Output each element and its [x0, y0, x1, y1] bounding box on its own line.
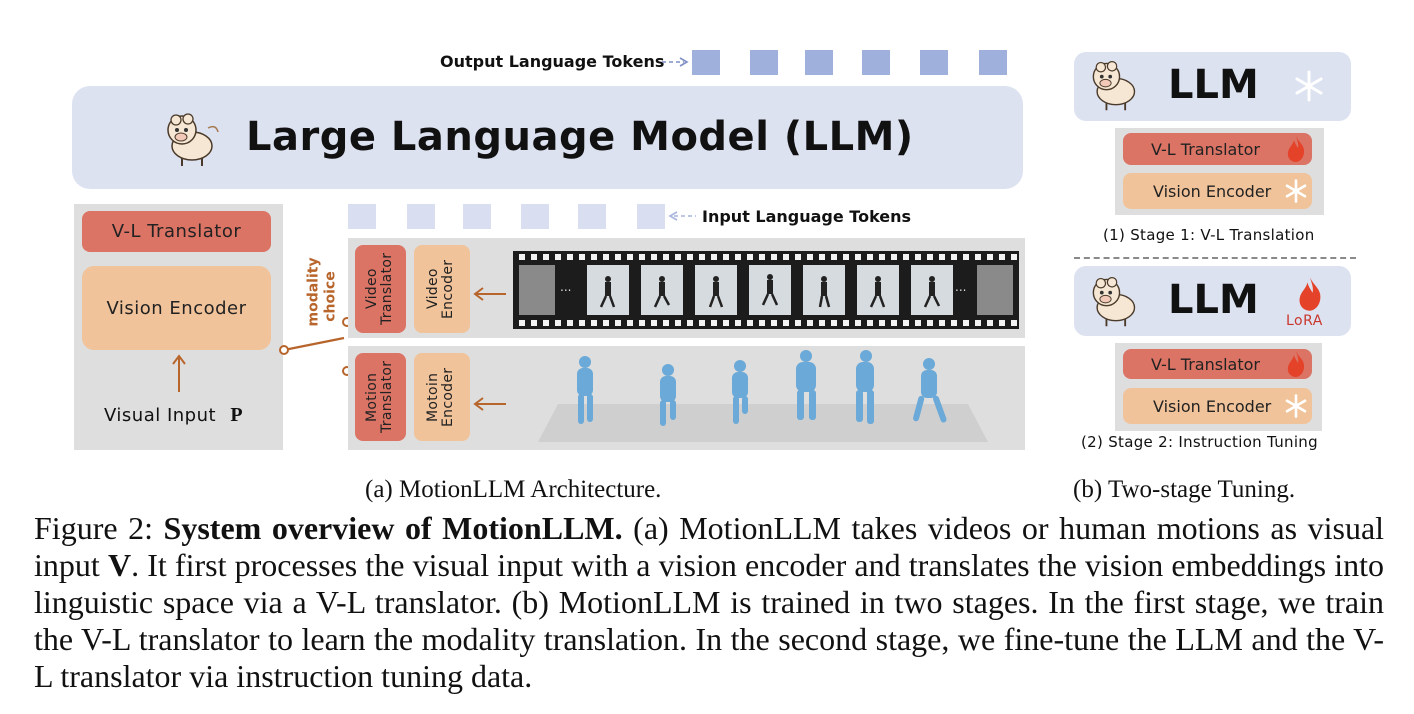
input-token: [521, 204, 549, 229]
left-arrow-icon: [473, 287, 506, 301]
snowflake-icon: [1295, 70, 1323, 102]
output-token: [692, 50, 720, 75]
stage1-vl-translator: V-L Translator: [1123, 133, 1312, 165]
architecture-caption: (a) MotionLLM Architecture.: [365, 476, 662, 503]
alpaca-icon: [1092, 277, 1136, 327]
video-encoder-box: Video Encoder: [414, 245, 470, 333]
vl-translator-label: V-L Translator: [111, 221, 242, 242]
figure-caption-symbol: V: [107, 547, 132, 583]
motion-translator-label: Motion Translator: [363, 360, 395, 434]
visual-input-label: Visual Input P: [104, 404, 244, 426]
human-figure: [856, 350, 874, 424]
human-figure: [577, 356, 593, 424]
stage2-vision-encoder-label: Vision Encoder: [1153, 396, 1272, 416]
flame-icon: [1299, 277, 1321, 311]
stage2-vl-translator: V-L Translator: [1123, 349, 1312, 379]
output-token: [750, 50, 778, 75]
stage1-vision-encoder: Vision Encoder: [1123, 173, 1312, 209]
film-strip: [513, 251, 1019, 329]
figure-caption-bold: System overview of MotionLLM.: [163, 510, 623, 546]
motion-encoder-label: Motoin Encoder: [425, 367, 456, 427]
human-figure: [732, 360, 748, 424]
video-encoder-label: Video Encoder: [425, 259, 456, 319]
input-token: [407, 204, 435, 229]
llm-title: Large Language Model (LLM): [246, 114, 914, 160]
snowflake-icon: [1285, 179, 1307, 203]
input-tokens-label: Input Language Tokens: [702, 207, 912, 226]
stage2-vision-encoder: Vision Encoder: [1123, 388, 1312, 424]
visual-input-symbol: P: [230, 404, 244, 426]
video-translator-label: Video Translator: [363, 252, 395, 326]
flame-icon: [1287, 136, 1305, 162]
snowflake-icon: [1285, 394, 1307, 418]
left-arrow-icon: [473, 397, 506, 411]
output-token: [920, 50, 948, 75]
human-figure: [796, 350, 816, 420]
tuning-caption: (b) Two-stage Tuning.: [1073, 476, 1296, 503]
stage1-llm-label: LLM: [1168, 62, 1259, 108]
input-token: [348, 204, 376, 229]
dashed-arrow-left-icon: [668, 211, 696, 221]
human-figure: [913, 358, 947, 423]
llm-box: [72, 86, 1023, 189]
alpaca-icon: [1092, 61, 1136, 111]
motion-translator-box: Motion Translator: [355, 353, 406, 441]
human-figure: [660, 364, 676, 426]
input-token: [463, 204, 491, 229]
output-token: [862, 50, 890, 75]
modality-switch: [279, 317, 352, 376]
motion-sequence: [538, 350, 988, 442]
dashed-arrow-icon: [662, 57, 689, 67]
vision-encoder-label: Vision Encoder: [106, 297, 247, 319]
stage2-caption: (2) Stage 2: Instruction Tuning: [1081, 433, 1318, 451]
vl-translator-box: V-L Translator: [82, 211, 271, 252]
alpaca-icon: [167, 113, 219, 166]
stage2-vl-translator-label: V-L Translator: [1151, 354, 1260, 374]
stage1-caption: (1) Stage 1: V-L Translation: [1103, 226, 1315, 244]
input-token: [637, 204, 665, 229]
stage2-llm-label: LLM: [1168, 277, 1259, 323]
output-tokens-label: Output Language Tokens: [440, 52, 665, 71]
output-token: [805, 50, 833, 75]
video-translator-box: Video Translator: [355, 245, 406, 333]
input-token: [578, 204, 606, 229]
up-arrow-icon: [172, 354, 186, 392]
stage1-vision-encoder-label: Vision Encoder: [1153, 181, 1272, 201]
stage1-vl-translator-label: V-L Translator: [1151, 139, 1260, 159]
stage-divider: [1074, 257, 1356, 259]
figure-caption-text-2: . It first processes the visual input wi…: [34, 547, 1385, 694]
film-ellipsis-right: ...: [955, 280, 967, 294]
lora-label: LoRA: [1286, 313, 1323, 329]
vision-encoder-box: Vision Encoder: [82, 266, 271, 350]
figure-label: Figure 2:: [34, 510, 153, 546]
motion-encoder-box: Motoin Encoder: [414, 353, 470, 441]
figure-caption: Figure 2: System overview of MotionLLM. …: [34, 510, 1384, 695]
output-token: [979, 50, 1007, 75]
film-ellipsis-left: ...: [560, 280, 572, 294]
flame-icon: [1287, 351, 1305, 377]
figure-caption-text-1: (a) MotionLLM takes videos or human moti…: [34, 510, 1385, 583]
